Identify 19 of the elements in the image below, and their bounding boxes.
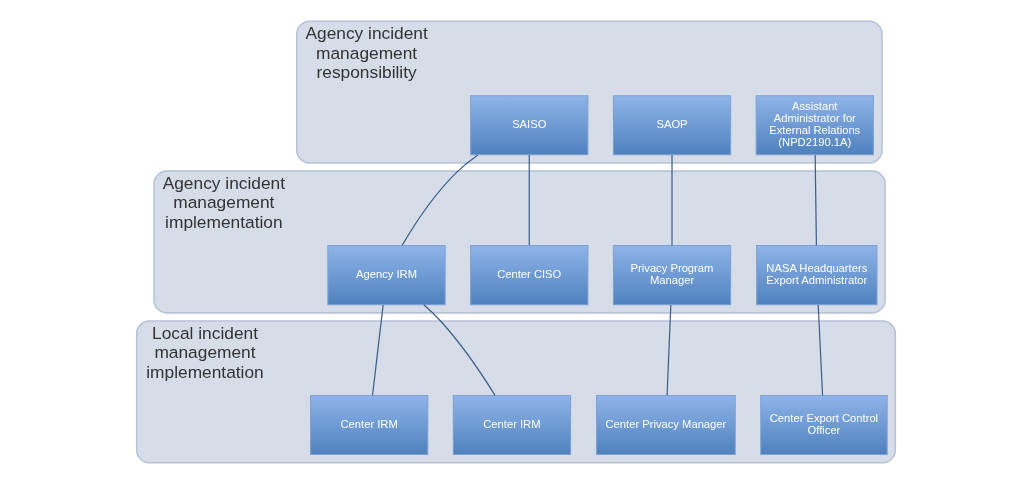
connector: [814, 154, 817, 246]
node-box: Center IRM: [452, 394, 571, 455]
connector: [422, 303, 496, 396]
node-box: Center Privacy Manager: [595, 394, 736, 455]
node-box: Center CISO: [469, 244, 588, 305]
connector: [401, 153, 478, 246]
node-box: Assistant Administrator for External Relations (NPD2190.1A): [755, 94, 874, 155]
node-box: Center IRM: [309, 394, 428, 455]
connector: [371, 303, 384, 396]
node-box: SAOP: [612, 94, 731, 155]
node-box: SAISO: [469, 94, 588, 155]
connector: [670, 154, 673, 246]
node-box: NASA Headquarters Export Administrator: [755, 244, 877, 305]
node-box: Agency IRM: [326, 244, 446, 305]
node-box: Center Export Control Officer: [759, 394, 888, 455]
connector: [528, 154, 530, 246]
connector: [817, 303, 823, 396]
connector: [666, 303, 671, 396]
node-box: Privacy Program Manager: [612, 244, 731, 305]
